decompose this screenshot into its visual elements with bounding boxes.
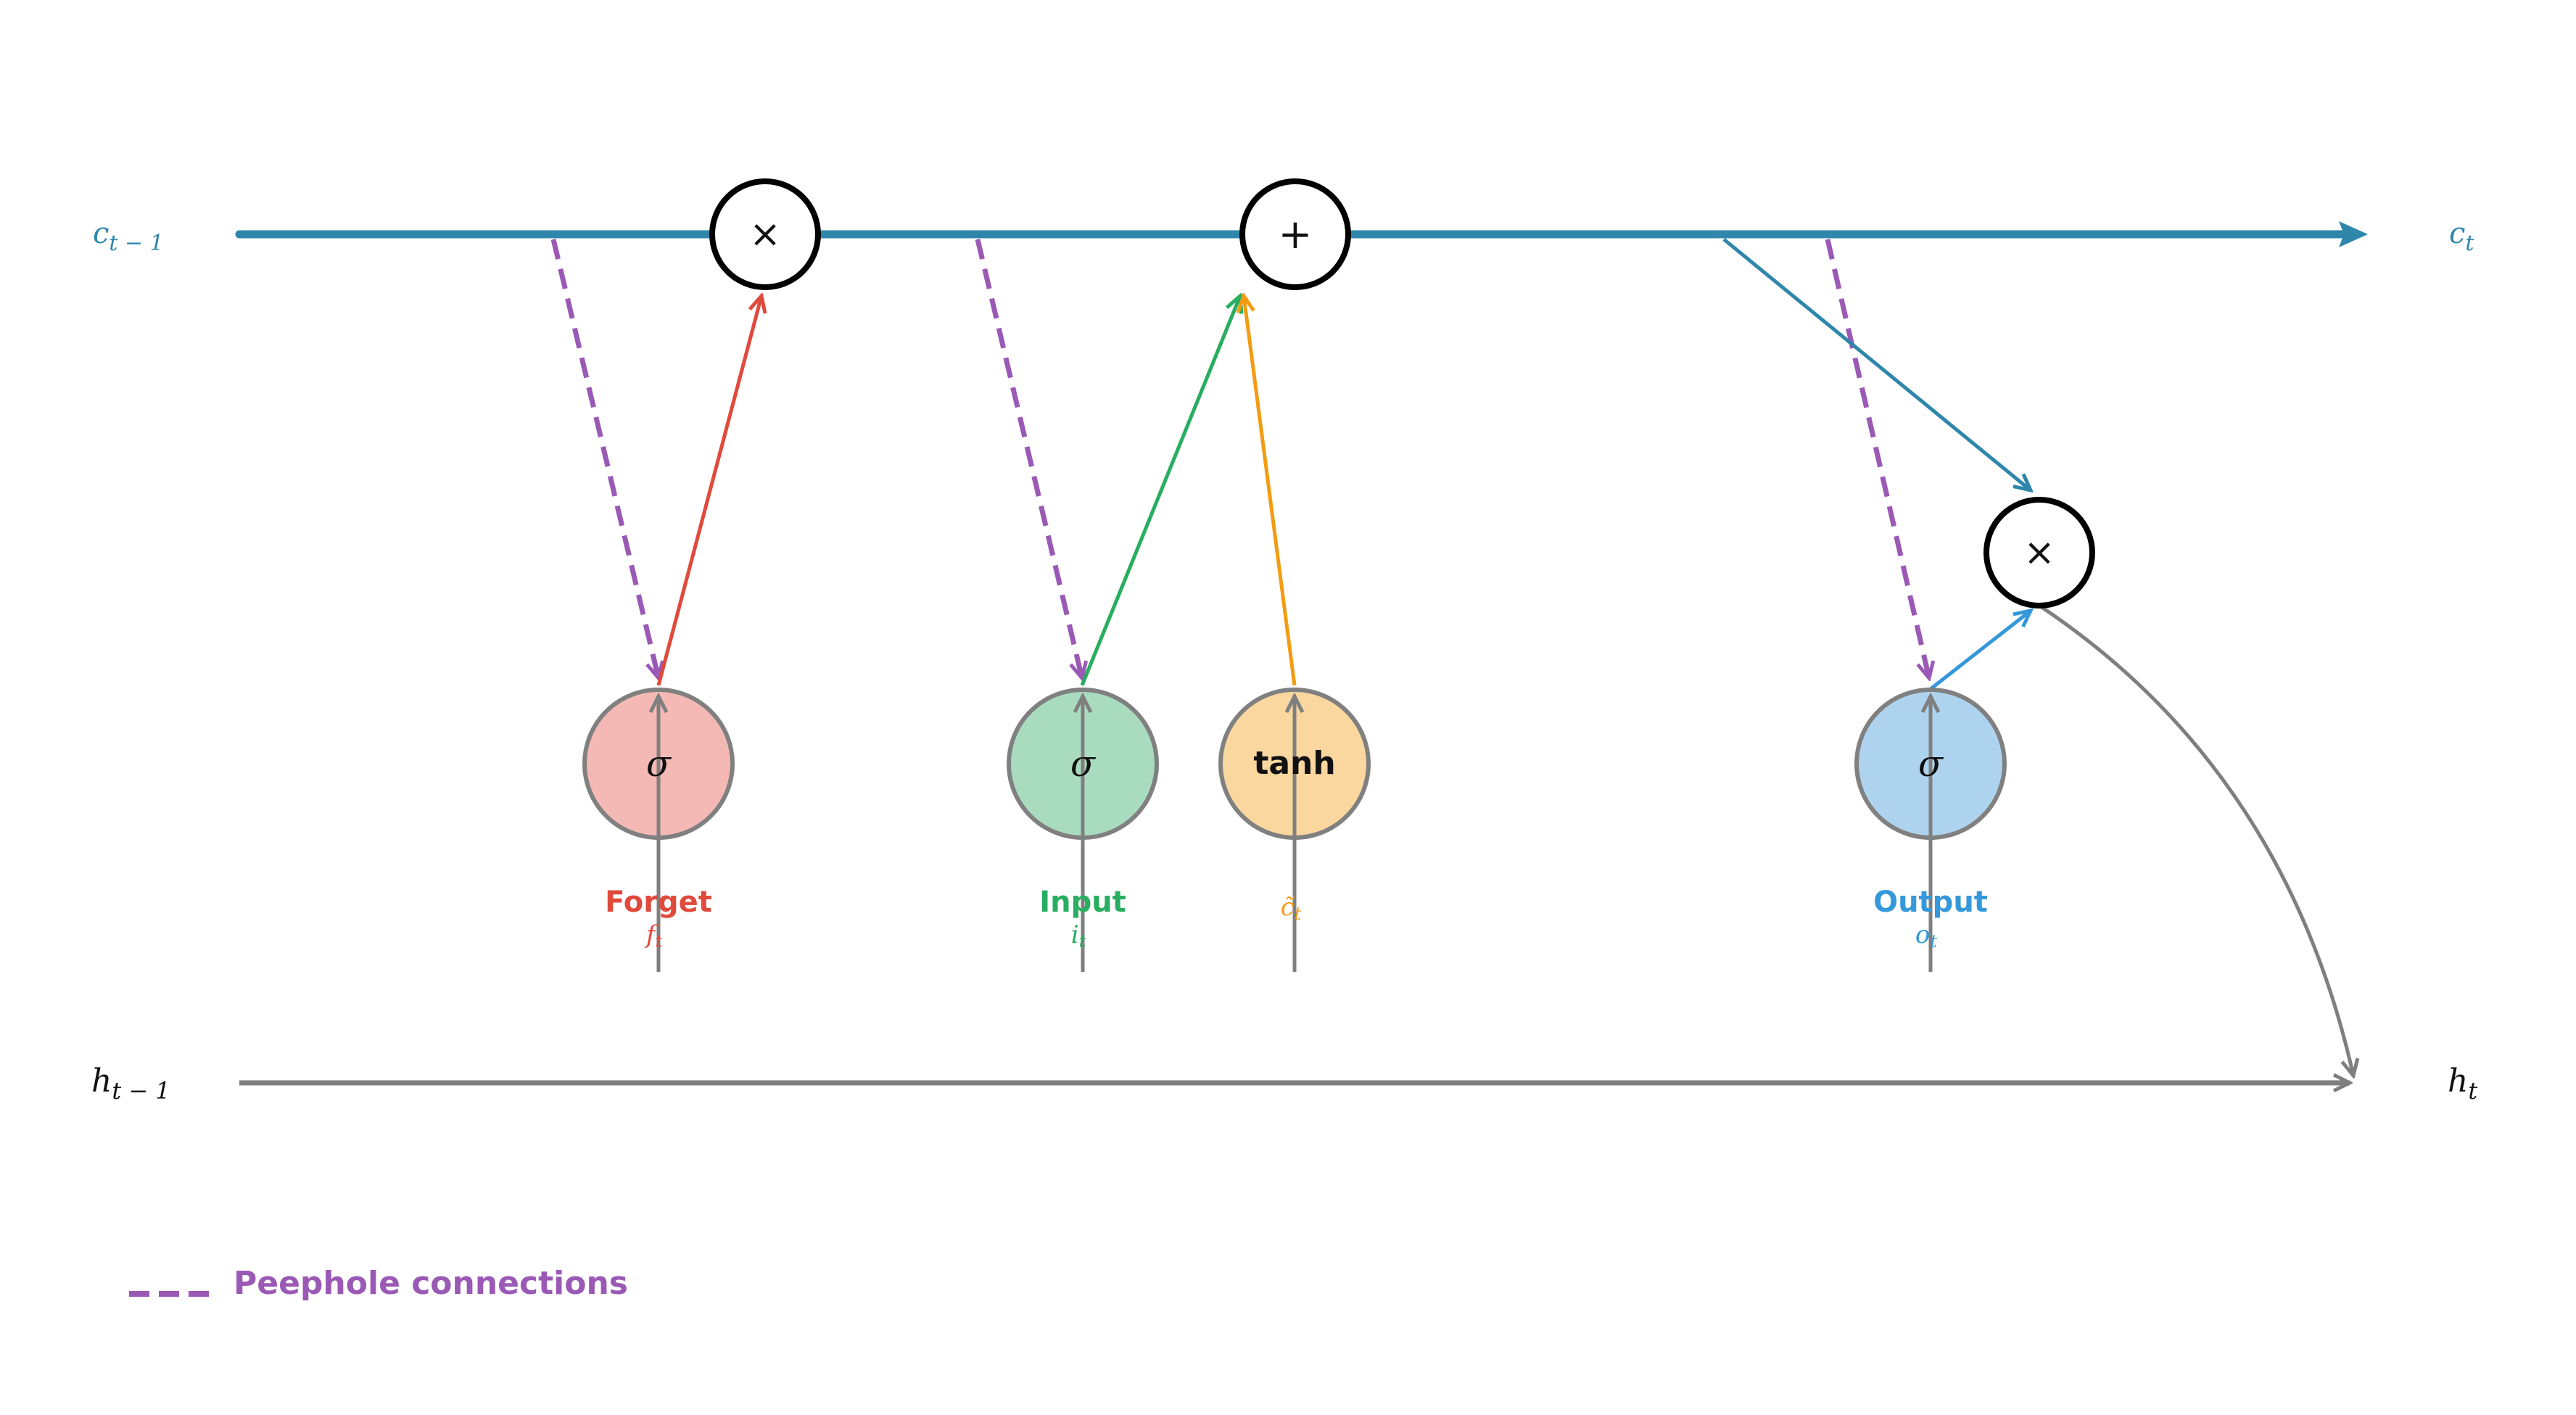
forget-multiply-operator: × — [709, 178, 821, 290]
legend: Peephole connections — [129, 1265, 628, 1302]
gate-input-var: it — [1071, 920, 1086, 952]
gate-candidate-var: c̃t — [1281, 893, 1302, 924]
add-operator: + — [1239, 178, 1351, 290]
gate-input-symbol: σ — [1070, 743, 1097, 785]
forget-to-multiply-arrow — [656, 296, 761, 686]
gate-input-name: Input — [1039, 886, 1126, 919]
forget-multiply-symbol: × — [749, 213, 781, 256]
cell-output-label: ct — [2449, 217, 2474, 256]
peephole-forget — [550, 239, 659, 678]
gate-forget-symbol: σ — [646, 743, 672, 785]
gate-output-var: ot — [1915, 920, 1937, 952]
cell-state-arrowhead — [2339, 221, 2368, 247]
input-to-add-arrow — [1080, 296, 1240, 686]
output-to-multiply-arrow — [1929, 611, 2031, 690]
hidden-input-label: ht − 1 — [91, 1063, 170, 1105]
hidden-output-label: ht — [2448, 1063, 2477, 1105]
output-to-hidden-curve — [2038, 603, 2353, 1076]
output-multiply-symbol: × — [2023, 531, 2055, 574]
output-multiply-operator: × — [1983, 497, 2095, 609]
peephole-output — [1825, 239, 1929, 678]
candidate-to-add-arrow — [1244, 296, 1297, 686]
gate-output-symbol: σ — [1918, 743, 1944, 785]
cell-to-output-multiply-arrow — [1722, 238, 2031, 490]
add-symbol: + — [1279, 211, 1313, 258]
peephole-input — [975, 239, 1082, 678]
cell-input-label: ct − 1 — [93, 217, 164, 256]
gate-output-name: Output — [1873, 886, 1988, 919]
gate-candidate-symbol: tanh — [1253, 745, 1335, 782]
legend-label: Peephole connections — [234, 1265, 628, 1302]
gate-forget-name: Forget — [605, 886, 712, 919]
